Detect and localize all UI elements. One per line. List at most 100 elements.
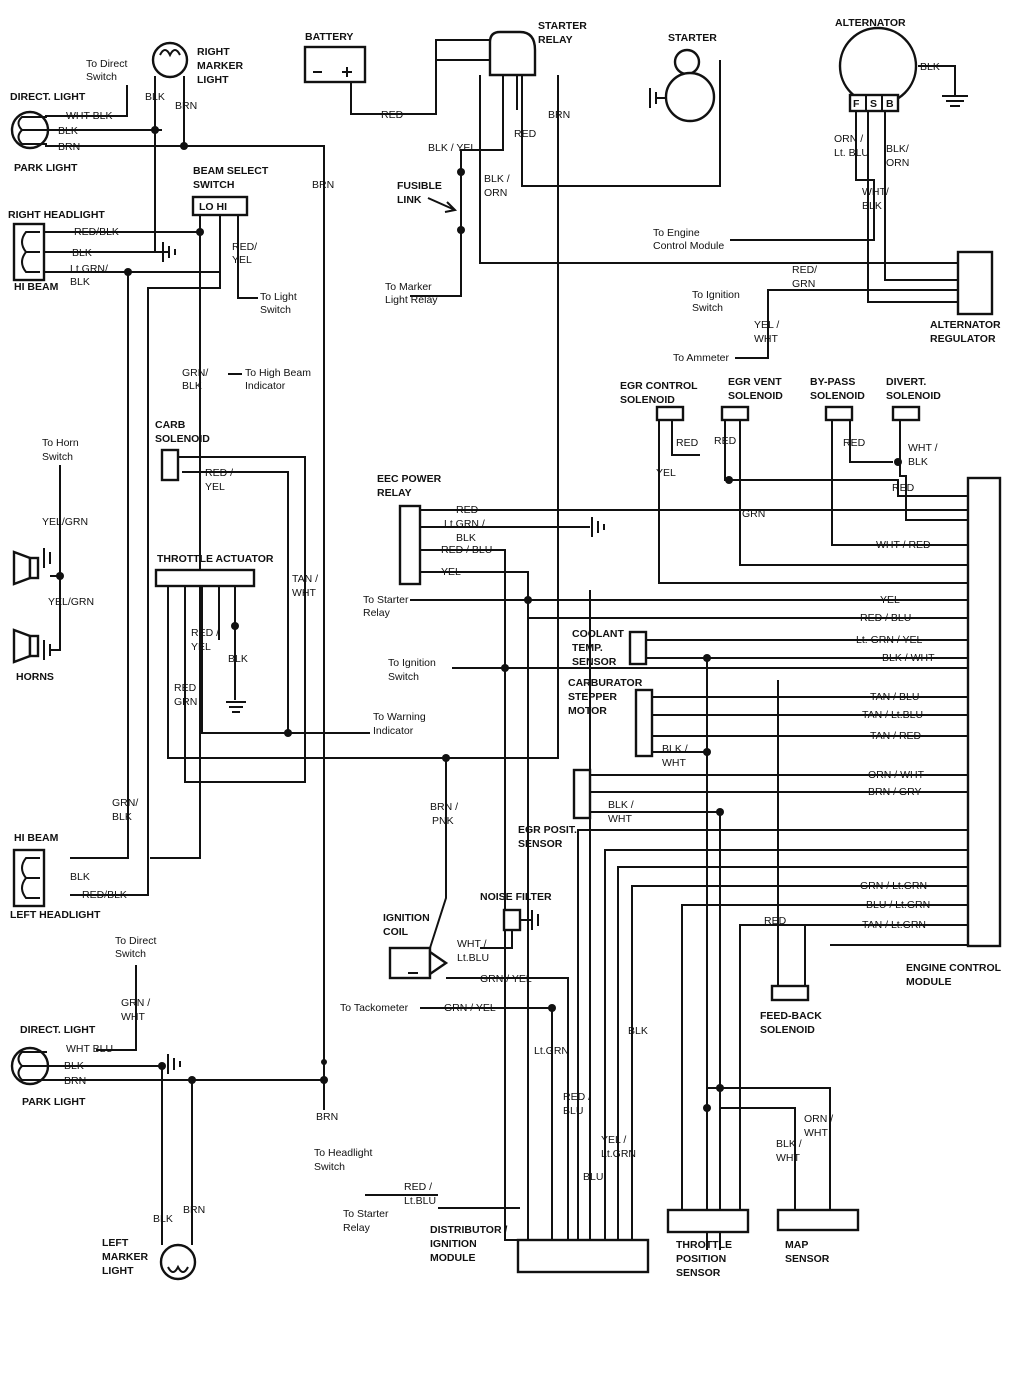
wire-blk-alt: BLK [920, 61, 940, 73]
junctions [56, 126, 902, 1112]
feed-back-label-2: SOLENOID [760, 1024, 815, 1036]
right-marker-light-icon [151, 41, 189, 79]
bypass-label-2: SOLENOID [810, 390, 865, 402]
ecm-label-2: MODULE [906, 976, 952, 988]
wire-ltgrn-yel: Lt. GRN / YEL [856, 634, 922, 646]
coolant-label-3: SENSOR [572, 656, 617, 668]
wire-brn-lml: BRN [183, 1204, 205, 1216]
stepper-label-3: MOTOR [568, 705, 607, 717]
wire-red-grn-reg-2: GRN [792, 278, 815, 290]
wire-blk-wht-stepper-2: WHT [662, 757, 686, 769]
direct-park-light-left-icon [10, 1046, 50, 1086]
egr-posit-label-1: EGR POSIT. [518, 824, 577, 836]
wire-yel-egrc: YEL [656, 467, 676, 479]
left-marker-light-icon [159, 1243, 197, 1281]
coolant-label-2: TEMP. [572, 642, 603, 654]
wire-tan-blu: TAN / BLU [870, 691, 919, 703]
eec-power-relay-box [398, 504, 422, 586]
direct-light-left-label: DIRECT. LIGHT [20, 1024, 96, 1036]
dest-ammeter: To Ammeter [673, 352, 730, 364]
right-marker-label-1: RIGHT [197, 46, 230, 58]
throttle-position-sensor-box [666, 1208, 750, 1234]
wire-grn-blk-lhl-1: GRN/ [112, 797, 138, 809]
wire-red-yel-carb-2: YEL [205, 481, 225, 493]
coolant-label-1: COOLANT [572, 628, 624, 640]
wire-grn-blk-lhl-2: BLK [112, 811, 132, 823]
wire-labels: WHT BLK BLK BRN BLK BRN BRN RED RED/BLK … [42, 61, 940, 1225]
wire-grn-yel-tach: GRN / YEL [444, 1002, 496, 1014]
direct-park-light-right-icon [10, 110, 50, 150]
wire-brn-pnk-1: BRN / [430, 801, 458, 813]
wire-ltgrn-blk-eec-2: BLK [456, 532, 476, 544]
wire-red-grn-reg-1: RED/ [792, 264, 817, 276]
right-headlight-icon [12, 222, 46, 282]
wire-tan-ltgrn: TAN / Lt.GRN [862, 919, 926, 931]
wire-blk-orn-2: ORN [484, 187, 507, 199]
wire-tan-wht-2: WHT [292, 587, 316, 599]
dest-headlight-2: Switch [314, 1161, 345, 1173]
throttle-actuator-box [154, 568, 256, 588]
wire-yel-eec: YEL [441, 566, 461, 578]
dest-ecm-2: Control Module [653, 240, 724, 252]
distributor-ignition-module-box [516, 1238, 650, 1274]
noise-filter-label: NOISE FILTER [480, 891, 552, 903]
regulator-label-2: REGULATOR [930, 333, 996, 345]
egr-control-label-1: EGR CONTROL [620, 380, 698, 392]
dest-ecm-1: To Engine [653, 227, 700, 239]
fusible-link-arrow-icon [427, 197, 458, 213]
tps-label-2: POSITION [676, 1253, 726, 1265]
dest-starter-bottom-1: To Starter [343, 1208, 389, 1220]
egr-control-label-2: SOLENOID [620, 394, 675, 406]
wire-wht-ltblu-2: Lt.BLU [457, 952, 489, 964]
dest-direct-switch-top-1: To Direct [86, 58, 128, 70]
wire-red-divert: RED [892, 482, 915, 494]
wire-red-egrv: RED [714, 435, 737, 447]
bypass-solenoid-box [824, 405, 854, 422]
wires [40, 39, 968, 1250]
dest-starter-mid-2: Relay [363, 607, 391, 619]
dest-marker-relay-1: To Marker [385, 281, 432, 293]
ignition-coil-label-2: COIL [383, 926, 409, 938]
dest-warning-1: To Warning [373, 711, 426, 723]
battery-icon [303, 45, 367, 84]
dest-ignition-mid-2: Switch [388, 671, 419, 683]
wire-blk-wht-stepper-1: BLK / [662, 743, 688, 755]
carb-solenoid-label-1: CARB [155, 419, 186, 431]
wire-red-yel-ta-1: RED / [191, 627, 219, 639]
feed-back-label-1: FEED-BACK [760, 1010, 822, 1022]
wire-blk-rhl: BLK [72, 247, 92, 259]
starter-label: STARTER [668, 32, 717, 44]
wire-red-grn-1: RED [174, 682, 197, 694]
wire-blk-lhl: BLK [70, 871, 90, 883]
wire-red-feedback: RED [764, 915, 787, 927]
wire-blk-wht-egr-2: WHT [608, 813, 632, 825]
distributor-label-1: DISTRIBUTOR / [430, 1224, 507, 1236]
wire-red-bypass: RED [843, 437, 866, 449]
eec-relay-label-1: EEC POWER [377, 473, 442, 485]
wire-orn-wht-map-2: WHT [804, 1127, 828, 1139]
dest-direct-switch-bottom-1: To Direct [115, 935, 157, 947]
wire-red-blu-eec: RED / BLU [441, 544, 492, 556]
fusible-link-label-1: FUSIBLE [397, 180, 442, 192]
egr-vent-label-1: EGR VENT [728, 376, 782, 388]
wire-blk-dist: BLK [628, 1025, 648, 1037]
dest-starter-bottom-2: Relay [343, 1222, 371, 1234]
alternator-label: ALTERNATOR [835, 17, 906, 29]
destination-labels: To Direct Switch To Light Switch To High… [42, 58, 740, 1234]
dest-high-beam-2: Indicator [245, 380, 286, 392]
wire-orn-wht-map-1: ORN / [804, 1113, 833, 1125]
park-light-left-label: PARK LIGHT [22, 1096, 86, 1108]
wire-brn-vert: BRN [312, 179, 334, 191]
wire-grn-wht-2: WHT [121, 1011, 145, 1023]
wire-blk-wht-map-1: BLK / [776, 1138, 802, 1150]
wire-yel-grn-upper: YEL/GRN [42, 516, 88, 528]
park-light-right-label: PARK LIGHT [14, 162, 78, 174]
wire-red-ltblu-1: RED / [404, 1181, 432, 1193]
dest-light-switch-1: To Light [260, 291, 297, 303]
wire-red-starter: RED [514, 128, 537, 140]
wire-grn-yel-coil: GRN / YEL [480, 973, 532, 985]
wire-wht-red: WHT / RED [876, 539, 931, 551]
egr-posit-label-2: SENSOR [518, 838, 563, 850]
wire-yel-wht-2: WHT [754, 333, 778, 345]
wire-red-blu-dist-1: RED / [563, 1091, 591, 1103]
